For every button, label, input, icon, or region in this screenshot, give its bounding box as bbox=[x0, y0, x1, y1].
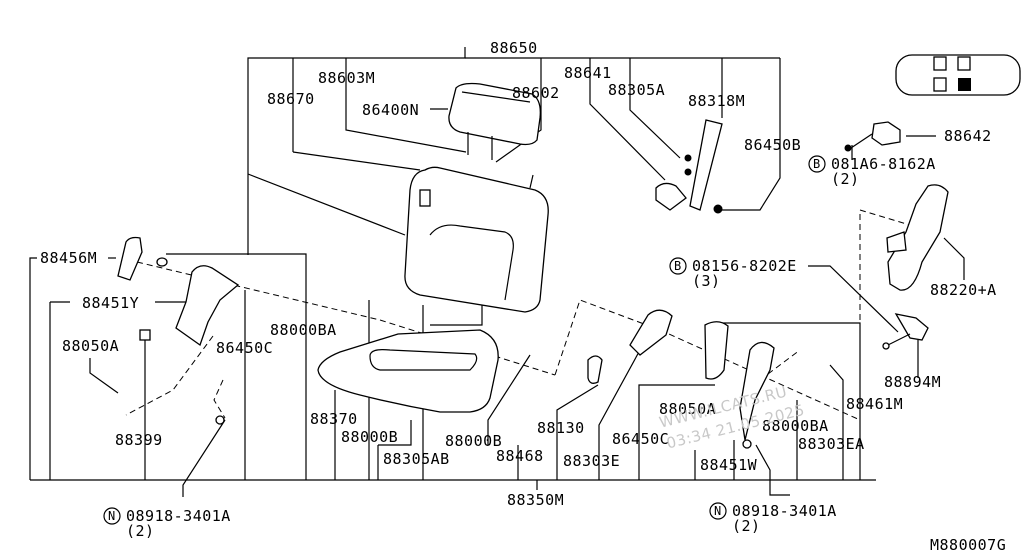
seatbelt-guide bbox=[655, 119, 723, 214]
label-88000BA-right[interactable]: 88000BA bbox=[762, 417, 829, 435]
label-86450C-left[interactable]: 86450C bbox=[216, 339, 273, 357]
label-08156-qty: (3) bbox=[692, 272, 721, 290]
label-08918-left-qty: (2) bbox=[126, 522, 155, 540]
label-88894M[interactable]: 88894M bbox=[884, 373, 941, 391]
label-08156-8202E[interactable]: 08156-8202E bbox=[692, 257, 797, 275]
hinge-bracket-left bbox=[117, 236, 240, 425]
label-88602[interactable]: 88602 bbox=[512, 84, 560, 102]
label-88670[interactable]: 88670 bbox=[267, 90, 315, 108]
label-88303E[interactable]: 88303E bbox=[563, 452, 620, 470]
label-88050A-left[interactable]: 88050A bbox=[62, 337, 119, 355]
label-88468[interactable]: 88468 bbox=[496, 447, 544, 465]
label-88305A[interactable]: 88305A bbox=[608, 81, 665, 99]
label-081A6-qty: (2) bbox=[831, 170, 860, 188]
armrest-88220A bbox=[886, 184, 949, 291]
label-88305AB[interactable]: 88305AB bbox=[383, 450, 450, 468]
label-88451Y[interactable]: 88451Y bbox=[82, 294, 139, 312]
label-88642[interactable]: 88642 bbox=[944, 127, 992, 145]
bracket-88894M bbox=[882, 313, 929, 350]
seat-back bbox=[404, 166, 549, 313]
leader-lines bbox=[29, 47, 965, 497]
label-86450B[interactable]: 86450B bbox=[744, 136, 801, 154]
label-88650[interactable]: 88650 bbox=[490, 39, 538, 57]
label-88303EA[interactable]: 88303EA bbox=[798, 435, 865, 453]
label-081A6-8162A[interactable]: 081A6-8162A bbox=[831, 155, 936, 173]
label-88130[interactable]: 88130 bbox=[537, 419, 585, 437]
label-88370[interactable]: 88370 bbox=[310, 410, 358, 428]
label-88220A[interactable]: 88220+A bbox=[930, 281, 997, 299]
label-88461M[interactable]: 88461M bbox=[846, 395, 903, 413]
seat-position-icon bbox=[895, 54, 1021, 96]
hinge-bracket-right bbox=[587, 309, 775, 449]
label-88000BA-left[interactable]: 88000BA bbox=[270, 321, 337, 339]
headrest bbox=[448, 82, 541, 160]
label-88456M[interactable]: 88456M bbox=[40, 249, 97, 267]
part-labels: 88650 88603M 88670 86400N 88602 88641 88… bbox=[40, 39, 1006, 554]
label-88399[interactable]: 88399 bbox=[115, 431, 163, 449]
label-88603M[interactable]: 88603M bbox=[318, 69, 375, 87]
nut-n-symbol-2: N bbox=[714, 504, 722, 518]
label-08918-3401A-right[interactable]: 08918-3401A bbox=[732, 502, 837, 520]
label-86450C-right[interactable]: 86450C bbox=[612, 430, 669, 448]
bracket-88642 bbox=[844, 121, 901, 152]
bolt-b-symbol: B bbox=[813, 157, 821, 171]
label-08918-right-qty: (2) bbox=[732, 517, 761, 535]
nut-n-symbol: N bbox=[108, 509, 116, 523]
label-86400N[interactable]: 86400N bbox=[362, 101, 419, 119]
label-88050A-right[interactable]: 88050A bbox=[659, 400, 716, 418]
label-08918-3401A-left[interactable]: 08918-3401A bbox=[126, 507, 231, 525]
watermark: WWW.ILCATS.RU 03:34 21.05.2025 bbox=[657, 382, 806, 452]
label-88318M[interactable]: 88318M bbox=[688, 92, 745, 110]
seat-cushion bbox=[317, 329, 499, 413]
label-88000B-b[interactable]: 88000B bbox=[445, 432, 502, 450]
label-88350M[interactable]: 88350M bbox=[507, 491, 564, 509]
label-88641[interactable]: 88641 bbox=[564, 64, 612, 82]
label-88000B-a[interactable]: 88000B bbox=[341, 428, 398, 446]
bolt-b-symbol-2: B bbox=[674, 259, 682, 273]
label-88451W[interactable]: 88451W bbox=[700, 456, 758, 474]
diagram-code: M880007G bbox=[930, 536, 1006, 554]
